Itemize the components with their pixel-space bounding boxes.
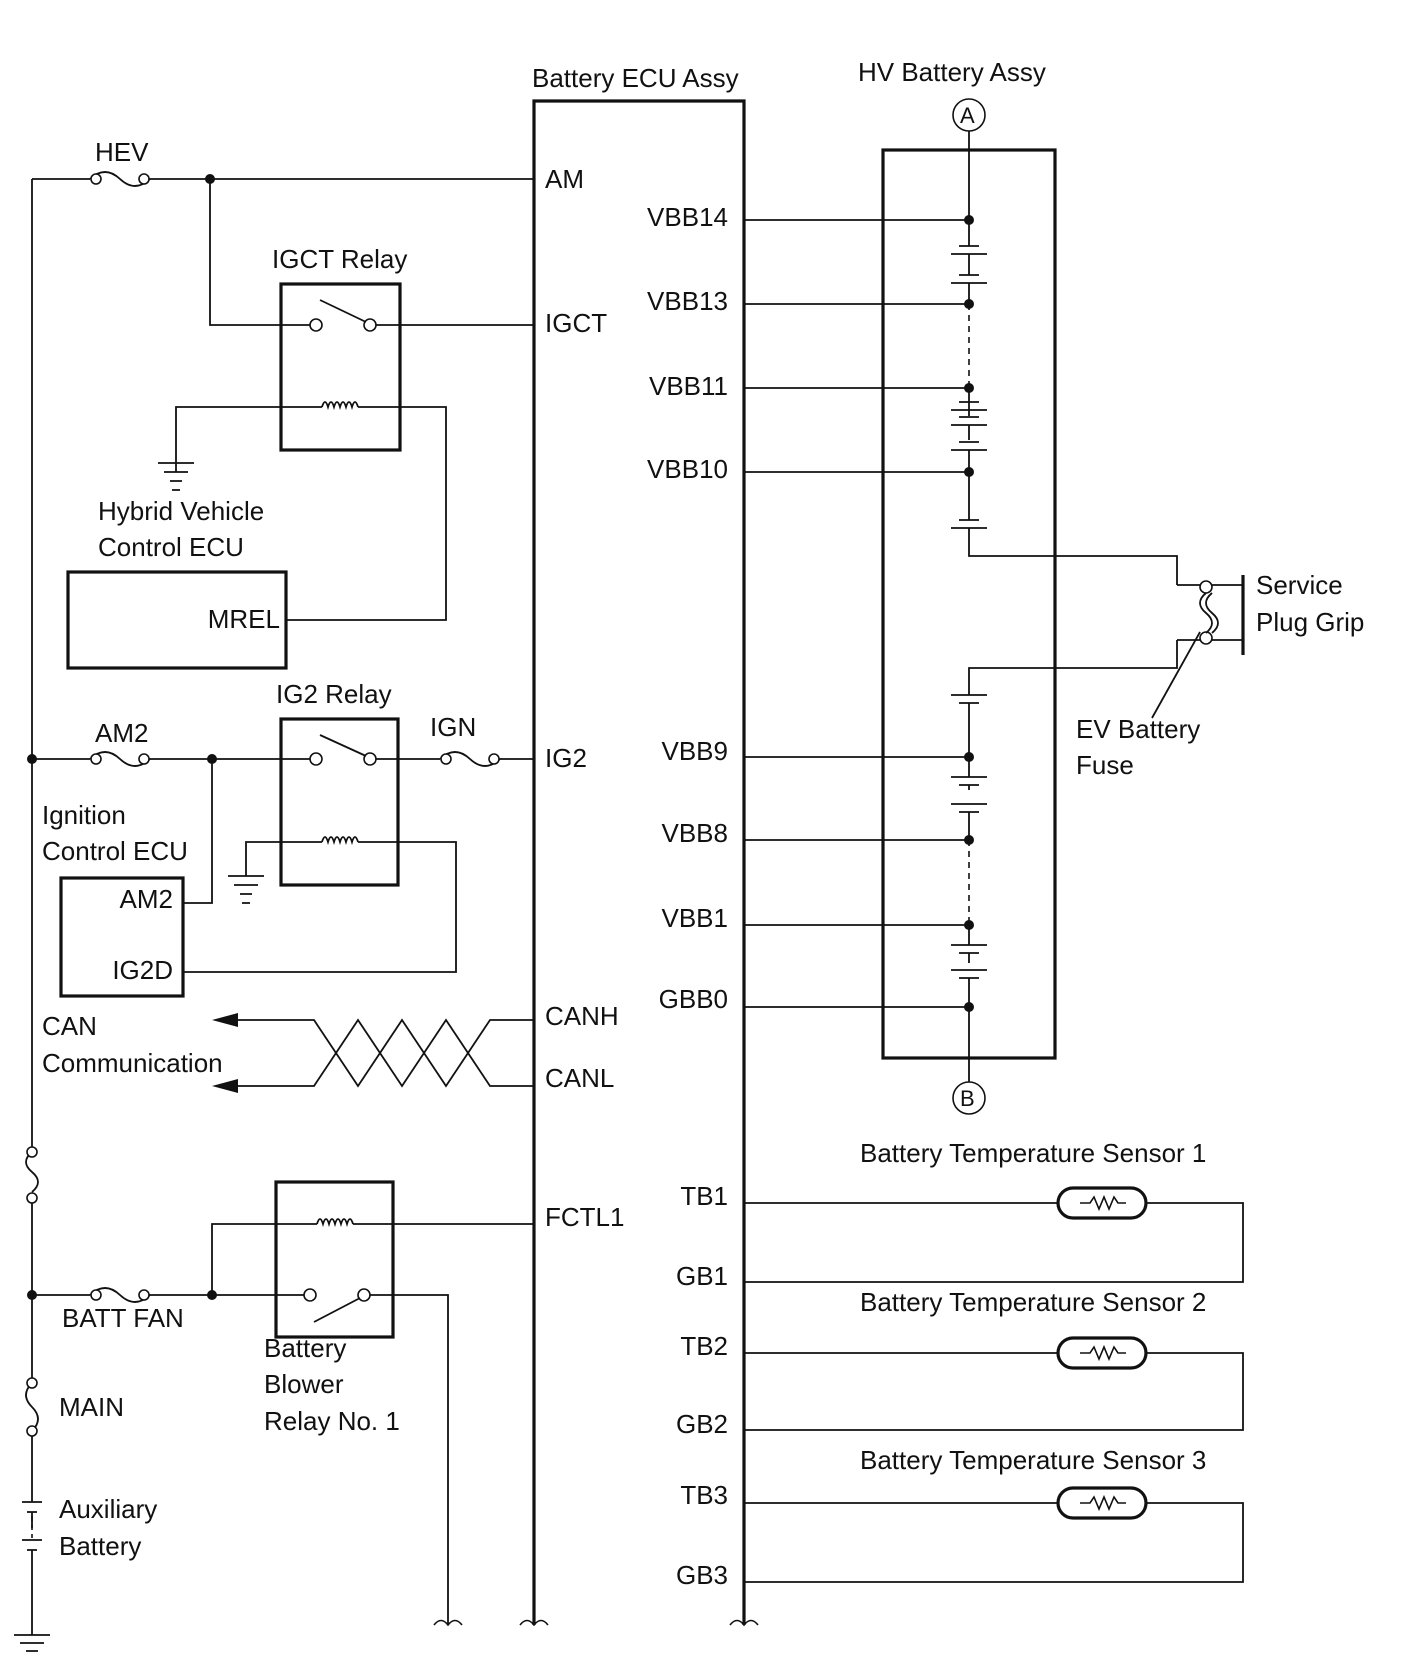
blower-relay-label-3: Relay No. 1	[264, 1406, 400, 1436]
vbb-taps	[744, 215, 974, 1012]
ecu-left-break	[519, 1619, 549, 1627]
pin-igct: IGCT	[545, 308, 608, 338]
hv-control-ecu-box	[66, 570, 288, 670]
pin-fctl1: FCTL1	[545, 1202, 625, 1232]
ig2-relay-coil	[321, 836, 359, 846]
pin-vbb11: VBB11	[648, 371, 728, 401]
pin-gb2: GB2	[675, 1409, 728, 1439]
fuse-am2-label: AM2	[95, 718, 149, 748]
sensor-1-label: Battery Temperature Sensor 1	[860, 1138, 1207, 1168]
hev-fuse-symbol	[89, 171, 151, 187]
pin-ecu-am2: AM2	[119, 884, 173, 914]
pin-vbb13: VBB13	[647, 286, 728, 316]
pin-vbb8: VBB8	[661, 818, 729, 848]
ignition-control-ecu-box	[59, 876, 185, 998]
fuse-batt-fan-label: BATT FAN	[62, 1303, 184, 1333]
fuse-ign-label: IGN	[430, 712, 477, 742]
ig2-relay-box	[279, 717, 400, 887]
pin-vbb1: VBB1	[661, 903, 729, 933]
bus-fuse-symbol	[25, 1151, 39, 1193]
hv-ecu-label-2: Control ECU	[98, 532, 244, 562]
blower-relay-coil	[316, 1218, 354, 1228]
igct-relay-coil	[321, 401, 359, 411]
can-arrow-icon	[212, 1079, 238, 1093]
battery-ecu-box	[532, 99, 746, 1625]
canh-line	[236, 1018, 534, 1088]
pin-am: AM	[545, 164, 584, 194]
sensor-3-label: Battery Temperature Sensor 3	[860, 1445, 1207, 1475]
can-arrow-icon	[212, 1013, 238, 1027]
pin-vbb14: VBB14	[647, 202, 728, 232]
pin-mrel: MREL	[207, 604, 280, 634]
service-plug-label-2: Plug Grip	[1256, 607, 1365, 637]
hv-battery-title: HV Battery Assy	[858, 57, 1046, 87]
igct-relay-switch	[319, 299, 367, 323]
batt-fan-fuse-symbol	[89, 1287, 151, 1303]
igct-relay-box	[279, 282, 402, 452]
temp-sensor-3	[744, 1486, 1244, 1583]
ev-fuse-label-2: Fuse	[1076, 750, 1134, 780]
pin-canl: CANL	[545, 1063, 615, 1093]
pin-vbb9: VBB9	[661, 736, 729, 766]
can-label-2: Communication	[42, 1048, 223, 1078]
pin-ig2d: IG2D	[112, 955, 173, 985]
canl-line	[236, 1018, 534, 1088]
battery-ecu-title: Battery ECU Assy	[532, 63, 739, 93]
pin-vbb10: VBB10	[647, 454, 728, 484]
igct-relay-label: IGCT Relay	[272, 244, 408, 274]
blower-relay-label-2: Blower	[264, 1369, 344, 1399]
ev-battery-fuse-symbol	[1199, 592, 1213, 634]
main-fuse-symbol	[25, 1382, 39, 1432]
service-plug-label-1: Service	[1256, 570, 1343, 600]
pin-canh: CANH	[545, 1001, 619, 1031]
blower-relay-switch	[313, 1297, 361, 1323]
temp-sensor-1	[744, 1186, 1244, 1283]
pin-gb1: GB1	[675, 1261, 728, 1291]
pin-tb2: TB2	[680, 1331, 728, 1361]
can-label-1: CAN	[42, 1011, 97, 1041]
am2-fuse-symbol	[89, 751, 151, 767]
aux-battery-label-2: Battery	[59, 1531, 142, 1561]
pin-tb3: TB3	[680, 1480, 728, 1510]
fuse-hev-label: HEV	[95, 137, 149, 167]
ground-icon	[158, 462, 194, 491]
ecu-right-break	[729, 1619, 759, 1627]
sensor-2-label: Battery Temperature Sensor 2	[860, 1287, 1207, 1317]
ev-fuse-label-1: EV Battery	[1076, 714, 1201, 744]
fuse-main-label: MAIN	[59, 1392, 124, 1422]
connector-a-label: A	[960, 103, 975, 128]
pin-tb1: TB1	[680, 1181, 728, 1211]
pin-gbb0: GBB0	[658, 984, 728, 1014]
connector-b-label: B	[960, 1086, 975, 1111]
pin-ig2: IG2	[545, 743, 587, 773]
temp-sensor-2	[744, 1336, 1244, 1431]
hv-ecu-label-1: Hybrid Vehicle	[98, 496, 265, 526]
ign-ecu-label-1: Ignition	[42, 800, 126, 830]
ig2-relay-switch	[319, 734, 367, 757]
ig2-relay-label: IG2 Relay	[276, 679, 392, 709]
ground-icon	[228, 875, 264, 904]
blower-relay-label-1: Battery	[264, 1333, 347, 1363]
pin-gb3: GB3	[675, 1560, 728, 1590]
ign-ecu-label-2: Control ECU	[42, 836, 188, 866]
ign-fuse-symbol	[439, 751, 501, 767]
ground-icon	[14, 1634, 50, 1652]
blower-relay-box	[274, 1180, 395, 1339]
aux-battery-label-1: Auxiliary	[59, 1494, 158, 1524]
